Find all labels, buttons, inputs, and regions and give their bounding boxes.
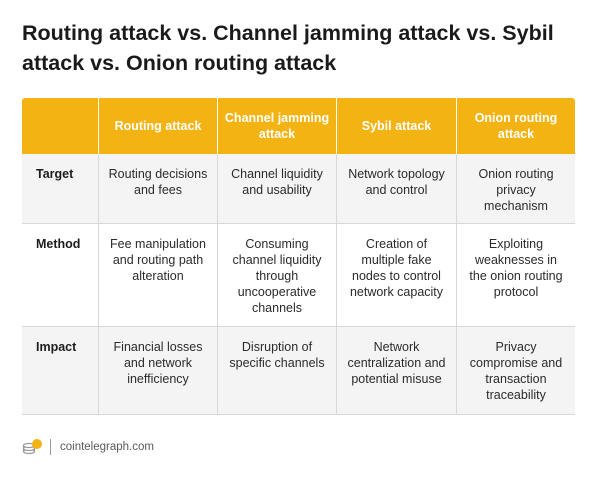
table-row-impact: Impact Financial losses and network inef…: [22, 327, 575, 415]
row-label-impact: Impact: [22, 327, 98, 415]
table-cell: Fee manipulation and routing path altera…: [98, 224, 217, 327]
row-label-target: Target: [22, 154, 98, 224]
header-cell-empty: [22, 98, 98, 154]
header-cell-sybil-attack: Sybil attack: [336, 98, 456, 154]
table-cell: Onion routing privacy mechanism: [456, 154, 575, 224]
page-title: Routing attack vs. Channel jamming attac…: [22, 21, 554, 75]
table-cell: Financial losses and network inefficienc…: [98, 327, 217, 415]
table-cell: Creation of multiple fake nodes to contr…: [336, 224, 456, 327]
table-cell: Routing decisions and fees: [98, 154, 217, 224]
row-label-method: Method: [22, 224, 98, 327]
header-cell-routing-attack: Routing attack: [98, 98, 217, 154]
table-row-target: Target Routing decisions and fees Channe…: [22, 154, 575, 224]
table-cell: Consuming channel liquidity through unco…: [217, 224, 336, 327]
table-cell: Network topology and control: [336, 154, 456, 224]
header-cell-onion-routing-attack: Onion routing attack: [456, 98, 575, 154]
site-name: cointelegraph.com: [60, 441, 154, 453]
table-cell: Exploiting weaknesses in the onion routi…: [456, 224, 575, 327]
footer-divider: [50, 439, 51, 455]
table-cell: Disruption of specific channels: [217, 327, 336, 415]
cointelegraph-logo-icon: [22, 437, 44, 457]
comparison-table: Routing attack Channel jamming attack Sy…: [22, 98, 575, 415]
table-row-method: Method Fee manipulation and routing path…: [22, 224, 575, 327]
table-cell: Channel liquidity and usability: [217, 154, 336, 224]
table-cell: Network centralization and potential mis…: [336, 327, 456, 415]
table-cell: Privacy compromise and transaction trace…: [456, 327, 575, 415]
footer-brand: cointelegraph.com: [22, 437, 154, 457]
header-row: Routing attack Channel jamming attack Sy…: [22, 98, 575, 154]
header-cell-channel-jamming-attack: Channel jamming attack: [217, 98, 336, 154]
